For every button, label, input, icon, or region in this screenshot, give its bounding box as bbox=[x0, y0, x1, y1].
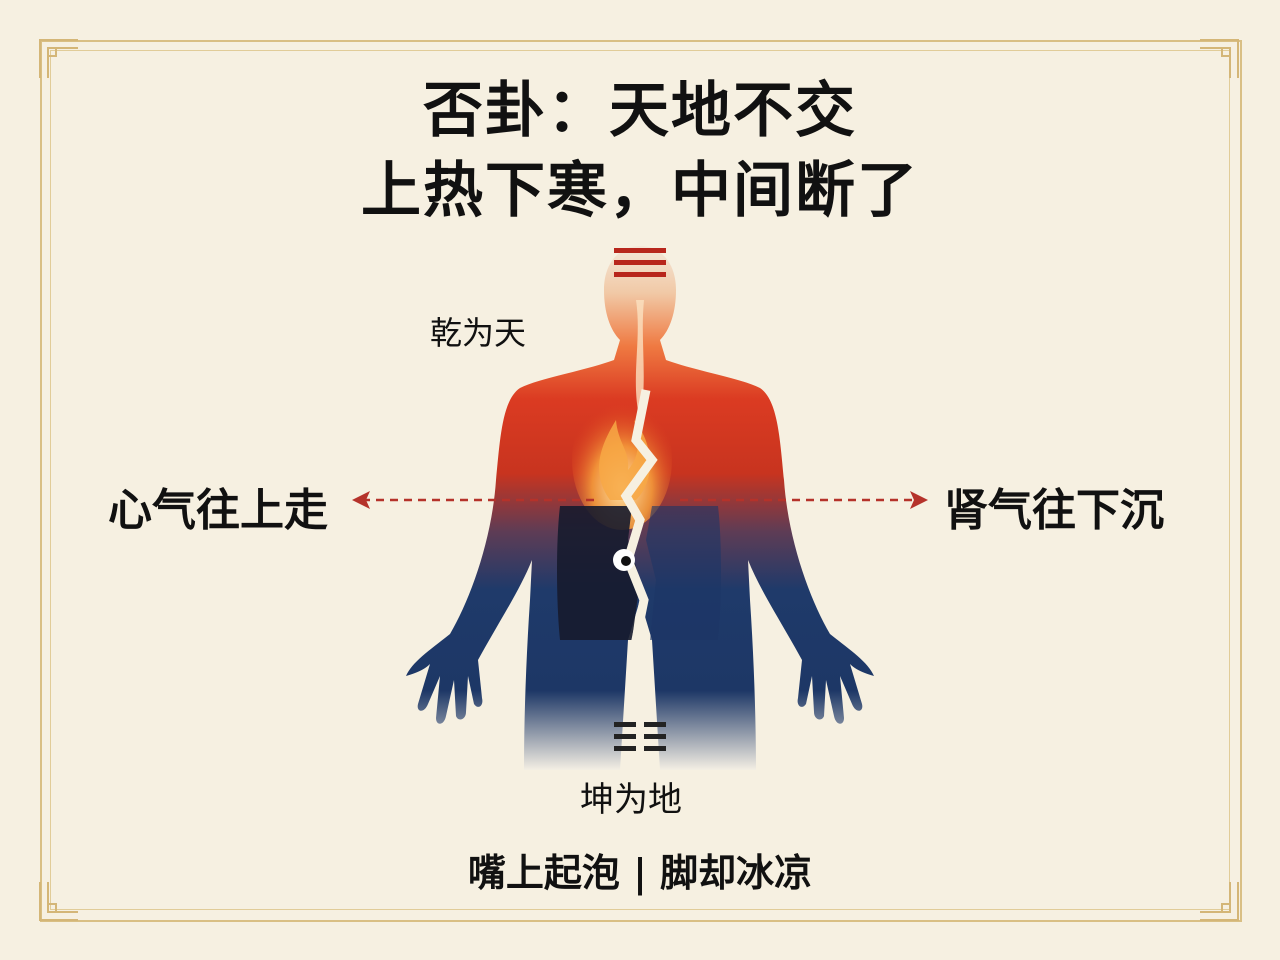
abdomen-dark-panel bbox=[557, 506, 640, 640]
title-line-1: 否卦：天地不交 bbox=[423, 76, 857, 146]
right-arrow-label: 肾气往下沉 bbox=[944, 485, 1164, 536]
lower-trigram-label: 坤为地 bbox=[580, 780, 682, 820]
outer-frame bbox=[40, 40, 1242, 922]
left-arrow-label: 心气往上走 bbox=[108, 485, 328, 536]
crack bbox=[620, 389, 658, 651]
corner-ornament-bottom-left bbox=[39, 882, 78, 921]
corner-ornament-top-left bbox=[39, 39, 78, 78]
arrow-left-head bbox=[352, 491, 370, 509]
qian-trigram-icon bbox=[614, 248, 666, 277]
upper-trigram-label: 乾为天 bbox=[430, 314, 527, 352]
kun-trigram-icon bbox=[614, 722, 666, 751]
arrow-right-head bbox=[910, 491, 928, 509]
corner-ornament-bottom-right bbox=[1200, 882, 1239, 921]
inner-frame bbox=[50, 50, 1230, 910]
bottom-caption: 嘴上起泡 | 脚却冰凉 bbox=[467, 850, 813, 895]
corner-ornament-top-right bbox=[1200, 39, 1239, 78]
title-line-2: 上热下寒，中间断了 bbox=[361, 156, 919, 226]
